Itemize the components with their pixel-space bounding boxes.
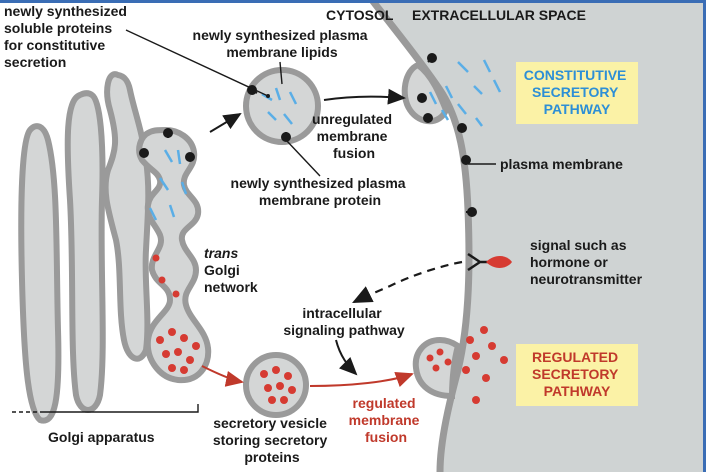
- arrow-signal-dashed: [352, 260, 463, 303]
- protein-mark: [480, 326, 488, 334]
- protein-mark: [280, 396, 288, 404]
- protein-mark: [488, 342, 496, 350]
- golgi-bracket-solid: [42, 404, 199, 413]
- label-constitutive-box: CONSTITUTIVE SECRETORY PATHWAY: [524, 67, 631, 117]
- secreted-proteins: [426, 326, 508, 404]
- lipid-mark: [428, 91, 438, 105]
- regulated-box: [516, 344, 638, 406]
- arrows: [12, 29, 496, 413]
- protein-mark: [264, 384, 272, 392]
- protein-mark: [472, 396, 480, 404]
- label-golgi-apparatus: Golgi apparatus: [48, 429, 155, 445]
- protein-mark: [168, 328, 176, 336]
- pointer-membrane-protein: [285, 139, 321, 177]
- lipid-mark: [440, 109, 450, 121]
- protein-mark: [158, 276, 166, 284]
- lipid-mark: [176, 149, 182, 165]
- protein-mark: [284, 372, 292, 380]
- lipid-mark: [457, 103, 467, 115]
- lipid-mark: [180, 181, 188, 195]
- lipid-mark: [482, 59, 492, 73]
- constitutive-box: [516, 62, 638, 124]
- plasma-membrane-proteins: [417, 53, 477, 217]
- label-unregulated-fusion: unregulated membrane fusion: [312, 111, 396, 161]
- protein-mark: [162, 350, 170, 358]
- protein-mark: [186, 356, 194, 364]
- arrow-secretory-to-membrane: [309, 371, 414, 387]
- protein-mark: [156, 336, 164, 344]
- golgi-lipids: [148, 149, 188, 221]
- arrow-signaling-to-fusion: [335, 339, 358, 376]
- protein-mark: [192, 342, 200, 350]
- golgi-membrane-proteins: [139, 128, 195, 162]
- pointer-soluble: [125, 29, 269, 97]
- arrow-golgi-to-secretory: [201, 365, 244, 387]
- constitutive-vesicle: [243, 67, 321, 145]
- label-golgi-network: Golgi network: [204, 262, 258, 295]
- protein-mark: [180, 366, 188, 374]
- label-membrane-protein: newly synthesized plasma membrane protei…: [231, 175, 410, 208]
- golgi-cisterna-3: [102, 71, 152, 362]
- protein-mark: [426, 354, 434, 362]
- golgi-cisterna-2: [64, 90, 106, 413]
- lipid-mark: [473, 85, 483, 95]
- lipid-mark: [444, 85, 454, 99]
- protein-mark: [466, 336, 474, 344]
- golgi-proteins: [152, 254, 200, 374]
- secretory-vesicle: [243, 352, 309, 418]
- lipid-mark: [475, 117, 483, 127]
- lipid-mark: [267, 111, 277, 121]
- protein-mark: [436, 348, 444, 356]
- label-extracellular: EXTRACELLULAR SPACE: [412, 7, 586, 23]
- trans-golgi-network: [136, 126, 212, 384]
- top-border: [0, 0, 706, 3]
- label-soluble-proteins: newly synthesized soluble proteins for c…: [4, 3, 131, 70]
- label-cytosol: CYTOSOL: [326, 7, 394, 23]
- right-border: [703, 0, 706, 472]
- lipid-mark: [283, 113, 293, 125]
- lipid-mark: [163, 149, 174, 163]
- label-signal: signal such as hormone or neurotransmitt…: [530, 237, 643, 287]
- lipid-mark: [457, 61, 469, 73]
- label-trans: trans: [204, 245, 238, 261]
- protein-mark: [472, 352, 480, 360]
- protein-mark: [260, 370, 268, 378]
- golgi-cisterna-1: [18, 123, 62, 424]
- lipid-mark: [148, 207, 158, 221]
- secretory-vesicle-proteins: [260, 366, 296, 404]
- protein-mark: [276, 382, 284, 390]
- protein-mark: [172, 290, 180, 298]
- protein-mark: [432, 364, 440, 372]
- label-intracellular: intracellular signaling pathway: [283, 305, 405, 338]
- lipid-mark: [158, 177, 170, 191]
- protein-mark: [174, 348, 182, 356]
- label-plasma-membrane: plasma membrane: [500, 156, 623, 172]
- arrow-vesicle-to-membrane: [323, 88, 406, 105]
- label-regulated-box: REGULATED SECRETORY PATHWAY: [532, 349, 622, 399]
- lipid-mark: [274, 87, 282, 101]
- protein-mark: [288, 386, 296, 394]
- lipid-mark: [168, 204, 176, 218]
- label-membrane-lipids: newly synthesized plasma membrane lipids: [193, 27, 372, 60]
- label-secretory-vesicle: secretory vesicle storing secretory prot…: [213, 415, 331, 465]
- protein-mark: [268, 396, 276, 404]
- protein-mark: [180, 334, 188, 342]
- label-regulated-fusion: regulated membrane fusion: [349, 395, 424, 445]
- protein-mark: [500, 356, 508, 364]
- protein-mark: [482, 374, 490, 382]
- protein-mark: [152, 254, 160, 262]
- lipid-mark: [492, 79, 502, 93]
- arrow-golgi-to-vesicle: [209, 112, 242, 133]
- protein-mark: [168, 364, 176, 372]
- lipid-mark: [288, 91, 298, 105]
- protein-mark: [444, 358, 452, 366]
- protein-mark: [462, 366, 470, 374]
- pointer-lipids: [279, 61, 283, 85]
- protein-mark: [272, 366, 280, 374]
- signal-molecule: [486, 256, 512, 268]
- secreted-lipids: [428, 59, 502, 127]
